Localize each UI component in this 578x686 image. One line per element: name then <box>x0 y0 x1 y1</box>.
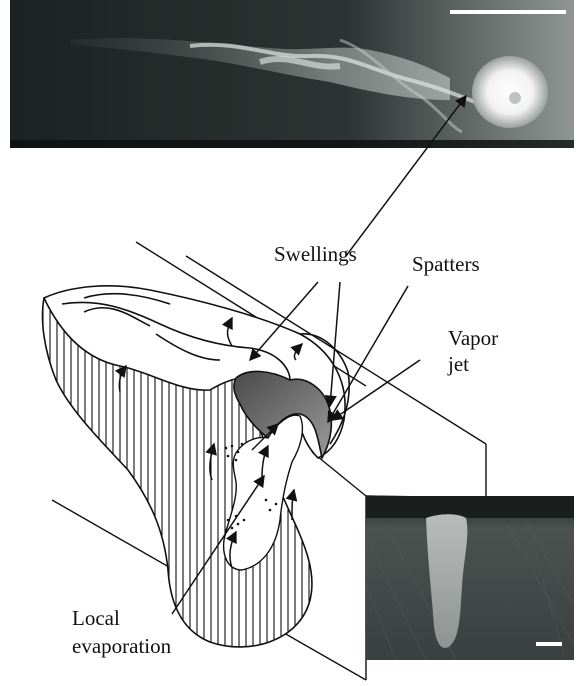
label-spatters: Spatters <box>412 252 480 277</box>
label-evaporation: evaporation <box>72 634 171 659</box>
label-jet: jet <box>448 352 469 377</box>
inset-micrograph-panel <box>366 496 574 660</box>
label-local: Local <box>72 606 120 631</box>
label-swellings: Swellings <box>274 242 357 267</box>
scale-bar-inset <box>536 642 562 646</box>
inset-micrograph-image <box>366 496 574 660</box>
label-vapor: Vapor <box>448 326 498 351</box>
